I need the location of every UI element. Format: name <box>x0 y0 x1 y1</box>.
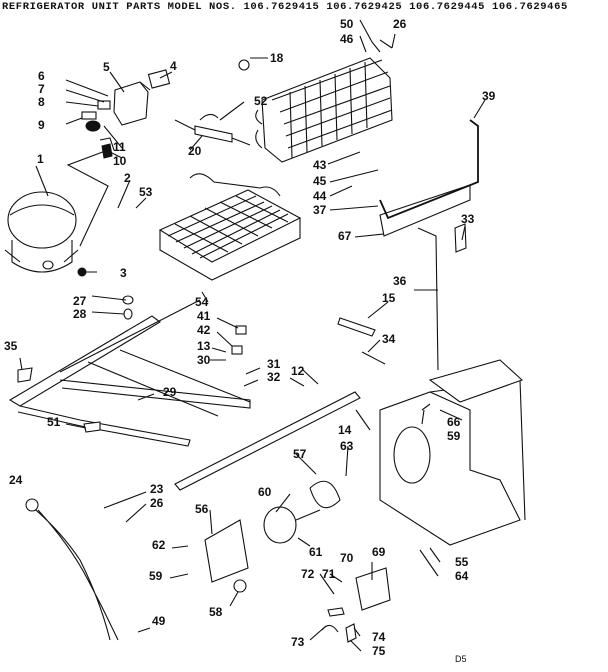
leader-lines <box>19 19 486 652</box>
callout-53: 53 <box>139 185 153 199</box>
wire-harness <box>29 504 119 641</box>
callout-44: 44 <box>313 189 327 203</box>
callout-43: 43 <box>313 158 327 172</box>
condenser-tube <box>379 119 479 371</box>
callout-71: 71 <box>322 567 336 581</box>
callout-1: 1 <box>37 152 44 166</box>
callout-7: 7 <box>38 82 45 96</box>
callout-29: 29 <box>163 385 177 399</box>
callout-60: 60 <box>258 485 272 499</box>
callout-23: 23 <box>150 482 164 496</box>
callout-41: 41 <box>197 309 211 323</box>
callout-45: 45 <box>313 174 327 188</box>
callout-69: 69 <box>372 545 386 559</box>
callout-20: 20 <box>188 144 202 158</box>
callout-35: 35 <box>4 339 18 353</box>
callout-14: 14 <box>338 423 352 437</box>
callout-31: 31 <box>267 357 281 371</box>
harness-connector <box>25 498 39 512</box>
callout-32: 32 <box>267 370 281 384</box>
callout-36: 36 <box>393 274 407 288</box>
callout-2: 2 <box>124 171 131 185</box>
callout-18: 18 <box>270 51 284 65</box>
callout-4: 4 <box>170 59 177 73</box>
evaporator <box>158 173 302 281</box>
wire <box>66 149 109 247</box>
page-code: D5 <box>455 654 467 664</box>
callout-67: 67 <box>338 229 352 243</box>
callout-50: 50 <box>340 17 354 31</box>
callout-74: 74 <box>372 630 386 644</box>
callout-8: 8 <box>38 95 45 109</box>
fan-motor <box>204 480 341 583</box>
callout-66: 66 <box>447 415 461 429</box>
callout-57: 57 <box>293 447 307 461</box>
callout-26: 26 <box>150 496 164 510</box>
callout-62: 62 <box>152 538 166 552</box>
callout-42: 42 <box>197 323 211 337</box>
callout-15: 15 <box>382 291 396 305</box>
callout-49: 49 <box>152 614 166 628</box>
callout-39: 39 <box>482 89 496 103</box>
callout-30: 30 <box>197 353 211 367</box>
base-frame <box>8 299 361 491</box>
compressor <box>4 191 79 273</box>
callout-6: 6 <box>38 69 45 83</box>
callout-63: 63 <box>340 439 354 453</box>
callout-59-right: 59 <box>447 429 461 443</box>
callout-70: 70 <box>340 551 354 565</box>
callout-59: 59 <box>149 569 163 583</box>
callout-73: 73 <box>291 635 305 649</box>
drier <box>174 113 251 146</box>
callout-9: 9 <box>38 118 45 132</box>
callout-10: 10 <box>113 154 127 168</box>
condenser <box>255 39 393 163</box>
callout-13: 13 <box>197 339 211 353</box>
callout-56: 56 <box>195 502 209 516</box>
callout-58: 58 <box>209 605 223 619</box>
callout-12: 12 <box>291 364 305 378</box>
callout-27: 27 <box>73 294 87 308</box>
relay-assembly <box>81 69 171 159</box>
fan-shroud <box>379 359 526 546</box>
callout-75: 75 <box>372 644 386 658</box>
callout-3: 3 <box>120 266 127 280</box>
callout-28: 28 <box>73 307 87 321</box>
callout-61: 61 <box>309 545 323 559</box>
callout-26-top: 26 <box>393 17 407 31</box>
callout-33: 33 <box>461 212 475 226</box>
callout-64: 64 <box>455 569 469 583</box>
callout-5: 5 <box>103 60 110 74</box>
callout-24: 24 <box>9 473 23 487</box>
callout-37: 37 <box>313 203 327 217</box>
callout-55: 55 <box>455 555 469 569</box>
callout-11: 11 <box>113 140 126 154</box>
callout-46: 46 <box>340 32 354 46</box>
callout-72: 72 <box>301 567 315 581</box>
diagram-title: REFRIGERATOR UNIT PARTS MODEL NOS. 106.7… <box>2 1 568 13</box>
small-parts <box>17 59 467 643</box>
callout-51: 51 <box>47 415 61 429</box>
callout-54: 54 <box>195 295 209 309</box>
callout-52: 52 <box>254 94 268 108</box>
callout-34: 34 <box>382 332 396 346</box>
